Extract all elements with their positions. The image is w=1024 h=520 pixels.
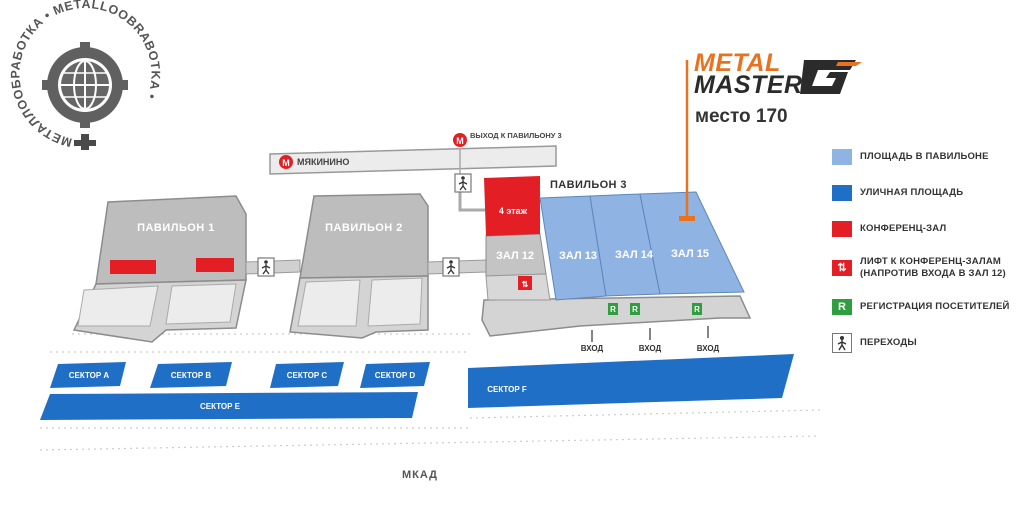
hall12-label: ЗАЛ 12 [496,250,534,262]
svg-text:СЕКТОР A: СЕКТОР A [69,371,110,380]
entrance-label: ВХОД [581,344,604,353]
metal-master-logo: METAL MASTER [694,49,874,99]
entrance-label: ВХОД [697,344,720,353]
svg-text:R: R [610,305,616,314]
registration-icon: R [692,303,702,315]
pedestrian-crossing-icon [832,333,852,353]
svg-text:СЕКТОР D: СЕКТОР D [375,371,416,380]
entrance-markers [591,326,709,342]
floor4-label: 4 этаж [499,206,528,216]
exit-metro-icon: М [453,133,467,147]
snowflake-icon [74,134,96,150]
sector-b [150,362,232,388]
pavilion1-label: ПАВИЛЬОН 1 [137,222,215,234]
elevator-icon: ⇅ [832,260,852,276]
svg-text:СЕКТОР C: СЕКТОР C [287,371,328,380]
svg-text:М: М [456,136,464,146]
map-legend: ПЛОЩАДЬ В ПАВИЛЬОНЕ УЛИЧНАЯ ПЛОЩАДЬ КОНФ… [832,146,1022,368]
conference-hall-p1-left [110,260,156,274]
svg-text:СЕКТОР B: СЕКТОР B [171,371,212,380]
brand-word-master: MASTER [694,71,803,99]
svg-text:R: R [694,305,700,314]
pavilion-1: ПАВИЛЬОН 1 [72,195,247,343]
pavilion-3: 4 этаж ЗАЛ 12 ⇅ ЗАЛ 13 ЗАЛ 14 ЗАЛ 15 ПАВ… [481,176,752,337]
hall13-label: ЗАЛ 13 [559,250,597,262]
hall14-label: ЗАЛ 14 [615,249,654,261]
svg-text:М: М [282,158,290,168]
exit-label: ВЫХОД К ПАВИЛЬОНУ 3 [470,131,562,140]
street-sectors: СЕКТОР A СЕКТОР B СЕКТОР C СЕКТОР D СЕКТ… [40,354,794,420]
svg-text:⇅: ⇅ [522,280,529,289]
ring-road-label: МКАД [402,469,438,481]
sector-d [360,362,430,388]
brand-word-metal: METAL [694,49,781,77]
conference-hall-p1-right [196,258,234,272]
street-area-swatch [832,185,852,201]
exhibition-logo: МЕТАЛЛООБРАБОТКА • METALLOOBRABOTKA • [8,0,162,150]
pedestrian-crossing-icon [257,257,275,277]
pavilion3-label: ПАВИЛЬОН 3 [550,179,627,191]
svg-text:СЕКТОР E: СЕКТОР E [200,402,241,411]
booth-number: место 170 [695,106,788,127]
conference-hall-swatch [832,221,852,237]
sector-a [50,362,126,388]
legend-item-street-area: УЛИЧНАЯ ПЛОЩАДЬ [832,182,1022,204]
sector-c [270,362,344,388]
pavilion-2: ПАВИЛЬОН 2 [289,193,429,339]
globe-cog-icon [42,42,128,128]
legend-item-registration: R РЕГИСТРАЦИЯ ПОСЕТИТЕЛЕЙ [832,296,1022,318]
sector-e [40,392,418,420]
speed-g-icon [800,60,862,94]
svg-text:R: R [632,305,638,314]
elevator-icon: ⇅ [518,276,532,290]
svg-text:СЕКТОР F: СЕКТОР F [487,385,527,394]
legend-item-pavilion-area: ПЛОЩАДЬ В ПАВИЛЬОНЕ [832,146,1022,168]
pavilion2-label: ПАВИЛЬОН 2 [325,222,403,234]
hall-15 [639,191,745,295]
conference-hall-4th-floor [484,176,540,236]
metro-icon: М [279,155,293,169]
entrance-label: ВХОД [639,344,662,353]
legend-item-elevator: ⇅ ЛИФТ К КОНФЕРЕНЦ-ЗАЛАМ (НАПРОТИВ ВХОДА… [832,254,1022,282]
sector-f [468,354,794,408]
metro-station-label: МЯКИНИНО [297,157,349,167]
pedestrian-crossing-icon [454,173,472,193]
legend-item-crossing: ПЕРЕХОДЫ [832,332,1022,354]
pedestrian-crossing-icon [442,257,460,277]
registration-icon: R [832,299,852,315]
registration-icon: R [630,303,640,315]
legend-item-conference-hall: КОНФЕРЕНЦ-ЗАЛ [832,218,1022,240]
booth-marker [679,216,695,221]
hall15-label: ЗАЛ 15 [671,248,709,260]
pavilion-area-swatch [832,149,852,165]
registration-icon: R [608,303,618,315]
